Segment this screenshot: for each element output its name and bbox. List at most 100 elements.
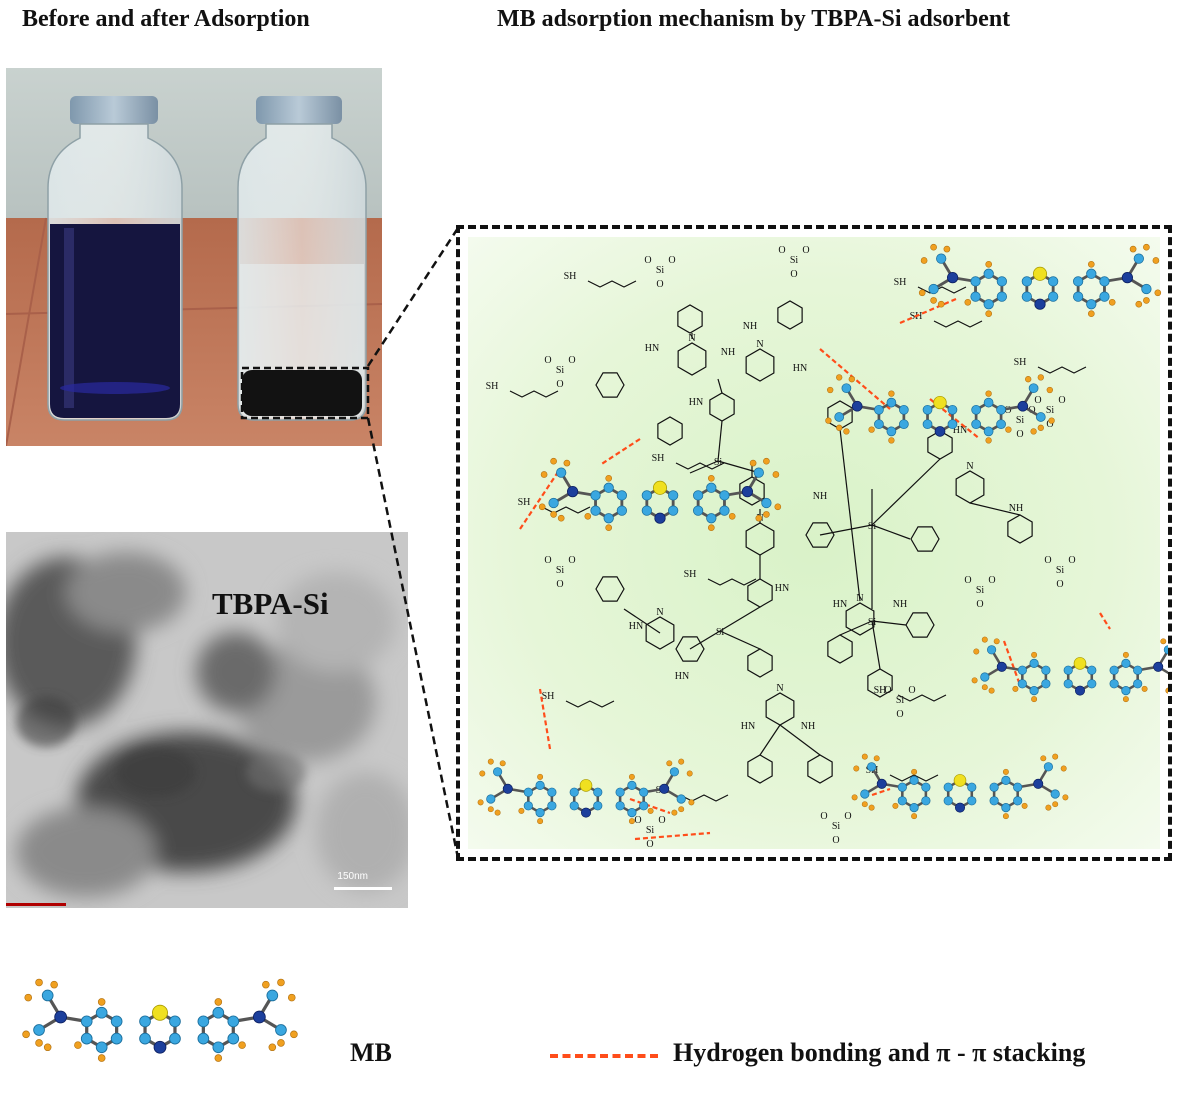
propyl-chain [889, 774, 939, 782]
hydrogen-atom [772, 471, 780, 478]
hn-label: HN [689, 397, 703, 408]
hydrogen-atom [861, 753, 868, 760]
hydrogen-atom [728, 512, 736, 520]
carbon-atom [706, 482, 717, 493]
carbon-atom [1163, 645, 1168, 655]
hydrogen-atom [22, 1030, 30, 1039]
silicon-atom: Si [868, 617, 877, 628]
phenyl-ring [827, 634, 853, 664]
carbon-atom [139, 1032, 151, 1045]
mb-molecule [477, 758, 695, 825]
carbon-atom [987, 645, 997, 655]
hydrogen-atom [707, 474, 715, 482]
oxygen-atom: O [568, 355, 575, 366]
carbon-atom [590, 505, 601, 516]
hydrogen-atom [985, 310, 993, 318]
hydrogen-atom [943, 245, 951, 253]
oxygen-atom: O [1004, 405, 1011, 416]
triazine-n-label: N [966, 461, 973, 472]
phenyl-ring [1007, 514, 1033, 544]
hydrogen-atom [477, 799, 484, 806]
carbon-atom [1029, 658, 1039, 668]
oxygen-atom: O [908, 685, 915, 696]
carbon-atom [603, 482, 614, 493]
tem-image: TBPA-Si 150nm [6, 532, 408, 908]
oxygen-atom: O [1046, 419, 1053, 430]
oxygen-atom: O [976, 599, 983, 610]
hydrogen-atom [97, 998, 106, 1006]
carbon-atom [80, 1015, 93, 1028]
carbon-atom [983, 268, 994, 279]
carbon-atom [523, 787, 533, 797]
hydrogen-atom [848, 376, 855, 383]
carbon-atom [616, 490, 627, 501]
hydrogen-atom [1129, 245, 1137, 253]
carbon-atom [886, 397, 897, 408]
carbon-atom [1087, 679, 1097, 689]
sulfur-atom [1032, 266, 1048, 281]
propyl-chain [897, 694, 947, 702]
scale-bar-label: 150nm [337, 871, 368, 882]
propyl-chain [707, 578, 757, 586]
carbon-atom [212, 1006, 225, 1019]
hydrogen-atom [964, 298, 972, 306]
triazine-n-label: N [856, 593, 863, 604]
carbon-atom [996, 276, 1007, 287]
hydrogen-atom [888, 437, 895, 444]
hydrogen-atom [518, 807, 525, 814]
oxygen-atom: O [1044, 555, 1051, 566]
carbon-atom [212, 1041, 225, 1054]
carbon-atom [523, 801, 533, 811]
hydrogen-atom [537, 773, 544, 780]
silicon-atom: Si [832, 821, 841, 832]
nitrogen-atom [153, 1040, 167, 1054]
phenyl-ring [675, 636, 705, 662]
phenyl-ring [677, 304, 703, 334]
hydrogen-atom [605, 524, 613, 532]
carbon-atom [110, 1032, 123, 1045]
nitrogen-atom [502, 783, 513, 794]
hydrogen-atom [985, 437, 992, 444]
carbon-atom [627, 808, 637, 818]
hydrogen-atom [985, 260, 993, 268]
hbond-bottom-left-a [629, 797, 671, 815]
mechanism-structure: SiSiSiSiNNNNNNNHNNHHNNHHNHNNHHNNHHNHNHNN… [477, 243, 1168, 850]
hydrogen-atom [836, 374, 843, 381]
hn-label: HN [793, 363, 807, 374]
hydrogen-atom [920, 257, 928, 264]
propyl-chain [565, 700, 615, 708]
mb-molecule [22, 978, 298, 1062]
carbon-atom [627, 780, 637, 790]
hydrogen-atom [774, 503, 782, 511]
hydrogen-atom [35, 1039, 43, 1047]
phenyl-ring [867, 668, 893, 698]
carbon-atom [1073, 276, 1084, 287]
sh-left-low: SH [518, 497, 531, 508]
nitrogen-atom [580, 807, 592, 818]
hydrogen-atom [1012, 685, 1019, 692]
hydrogen-atom [843, 428, 850, 435]
hydrogen-atom [985, 390, 992, 397]
carbon-atom [668, 505, 679, 516]
hbond-center-right-a [819, 348, 891, 410]
hydrogen-atom [888, 390, 895, 397]
carbon-atom [922, 404, 933, 415]
hydrogen-atom [1143, 297, 1150, 304]
hydrogen-atom [97, 1054, 106, 1062]
sulfur-atom [579, 779, 593, 792]
hydrogen-atom [763, 457, 770, 465]
carbon-atom [676, 794, 686, 804]
carbon-atom [980, 672, 990, 682]
carbon-atom [1013, 796, 1023, 806]
carbon-atom [983, 299, 994, 310]
carbon-atom [266, 989, 279, 1002]
hydrogen-atom [937, 300, 945, 308]
hydrogen-atom [1154, 289, 1162, 297]
oxygen-atom: O [844, 811, 851, 822]
triazine-ring [677, 342, 707, 376]
hydrogen-atom [1108, 298, 1116, 306]
hydrogen-atom [836, 424, 843, 431]
phenyl-ring [595, 576, 625, 602]
phenyl-ring [657, 416, 683, 446]
